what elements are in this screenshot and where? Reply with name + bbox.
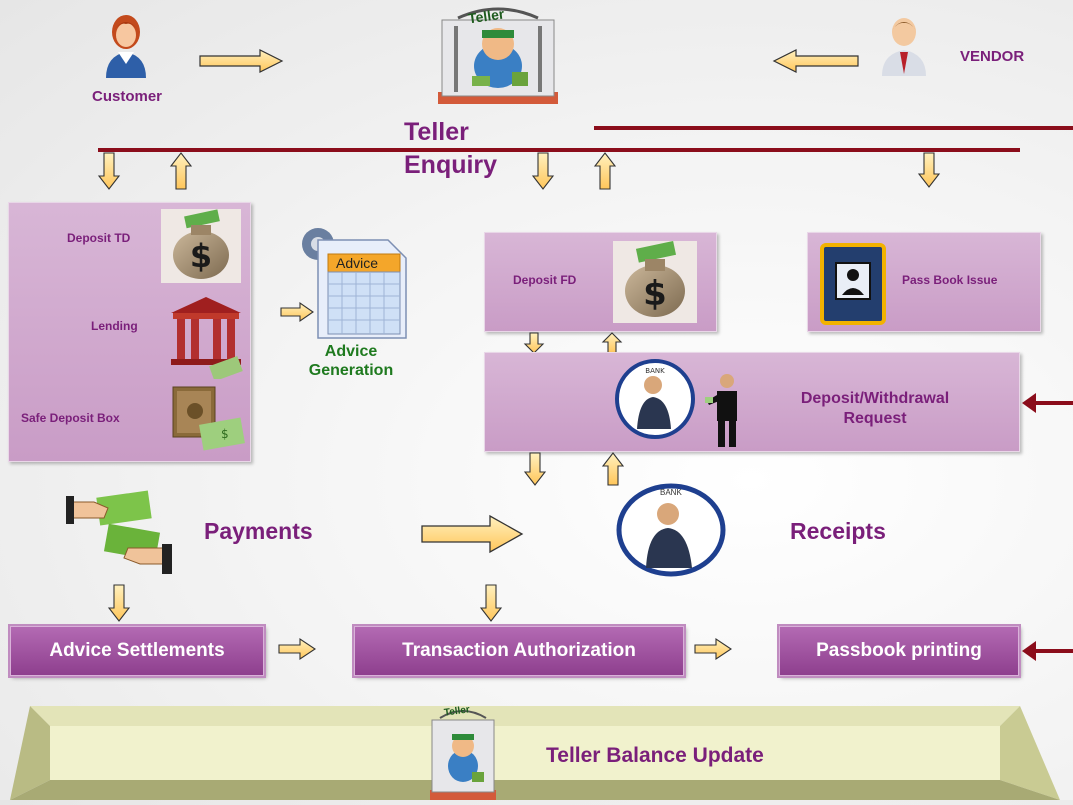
dw-request-line1: Deposit/Withdrawal: [800, 390, 950, 407]
transaction-authorization-button[interactable]: Transaction Authorization: [352, 624, 686, 678]
teller-balance-update-bar: Teller Teller Balance Update: [0, 704, 1073, 800]
arrow-vendor-into-dw-request: [1022, 393, 1073, 413]
bank-teller-icon: BANK: [615, 359, 695, 439]
vendor-icon: [882, 18, 926, 76]
enquiry-line-lower: [98, 148, 1020, 152]
arrow-up-deposit-fd: [593, 152, 617, 190]
deposit-withdrawal-request-panel[interactable]: BANK Deposit/Withdrawal Request: [484, 352, 1020, 452]
advice-generation-line2: Generation: [308, 362, 394, 379]
arrow-settlements-to-authorization: [278, 637, 316, 661]
safe-deposit-box-label[interactable]: Safe Deposit Box: [21, 411, 120, 425]
pass-book-issue-label: Pass Book Issue: [902, 273, 998, 287]
enquiry-line-upper: [594, 126, 1073, 130]
dw-request-label: Deposit/Withdrawal Request: [775, 389, 975, 429]
teller-enquiry-line2: Enquiry: [404, 151, 498, 179]
payments-hands-icon: [64, 488, 172, 584]
arrow-authorization-to-passbook-printing: [694, 637, 732, 661]
arrow-up-to-deposit-fd: [601, 332, 623, 354]
arrow-vendor-into-passbook-printing: [1022, 641, 1073, 661]
arrow-to-advice: [280, 301, 314, 323]
teller-top: Teller: [432, 6, 564, 106]
advice-generation-line1: Advice: [324, 343, 378, 360]
passbook-printing-button[interactable]: Passbook printing: [777, 624, 1021, 678]
advice-settlements-button[interactable]: Advice Settlements: [8, 624, 266, 678]
safe-icon: $: [169, 383, 245, 453]
arrow-down-to-receipts: [523, 452, 547, 486]
customer-label: Customer: [92, 88, 163, 105]
advice-generation[interactable]: Advice Advice Generation: [278, 220, 418, 390]
svg-text:$: $: [221, 427, 229, 441]
left-products-panel: Deposit TD $ Lending Safe Deposit Box $: [8, 202, 251, 462]
arrow-payments-to-receipts: [421, 514, 524, 554]
customer-actor: Customer: [92, 8, 192, 108]
deposit-td-label[interactable]: Deposit TD: [67, 231, 131, 245]
arrow-down-passbook-issue: [917, 152, 941, 188]
dw-request-line2: Request: [843, 410, 907, 427]
pass-book-issue-panel[interactable]: Pass Book Issue: [807, 232, 1041, 332]
arrow-up-left-panel: [169, 152, 193, 190]
arrow-vendor-to-teller: [772, 49, 859, 73]
teller-enquiry-line1: Teller: [404, 118, 469, 146]
advice-generation-label: Advice Generation: [296, 342, 406, 380]
arrow-up-to-dw-request: [601, 452, 625, 486]
arrow-customer-to-teller: [199, 49, 284, 73]
arrow-down-to-dw-request: [523, 332, 545, 354]
receipts-label[interactable]: Receipts: [790, 518, 886, 544]
svg-text:$: $: [643, 274, 667, 314]
money-bag-icon: $: [613, 240, 697, 323]
customer-icon: [106, 15, 146, 78]
teller-icon: [438, 7, 558, 104]
arrow-down-to-advice-settlements: [107, 584, 131, 622]
payments-label[interactable]: Payments: [204, 518, 313, 544]
customer-standing-icon: [705, 371, 745, 449]
deposit-fd-label: Deposit FD: [513, 273, 577, 287]
passbook-icon: [818, 241, 888, 327]
lending-label[interactable]: Lending: [91, 319, 138, 333]
svg-text:$: $: [190, 237, 212, 275]
advice-doc-label: Advice: [336, 255, 379, 271]
svg-text:BANK: BANK: [645, 367, 665, 375]
vendor-label: VENDOR: [960, 48, 1025, 65]
vendor-actor: VENDOR: [876, 12, 1056, 92]
teller-enquiry-label: Teller Enquiry: [404, 116, 497, 182]
bank-building-icon: [167, 293, 245, 382]
arrow-down-to-transaction-authorization: [479, 584, 503, 622]
arrow-down-deposit-fd: [531, 152, 555, 190]
teller-balance-update-label: Teller Balance Update: [546, 744, 764, 767]
deposit-fd-panel[interactable]: Deposit FD $: [484, 232, 717, 332]
money-bag-icon: $: [161, 209, 241, 283]
receipts-bank-icon: BANK: [616, 482, 726, 578]
teller-balance-teller-icon: Teller: [428, 704, 498, 800]
advice-document-icon: [302, 228, 407, 339]
receipts-bank-badge: BANK: [660, 488, 682, 497]
arrow-down-left-panel: [97, 152, 121, 190]
